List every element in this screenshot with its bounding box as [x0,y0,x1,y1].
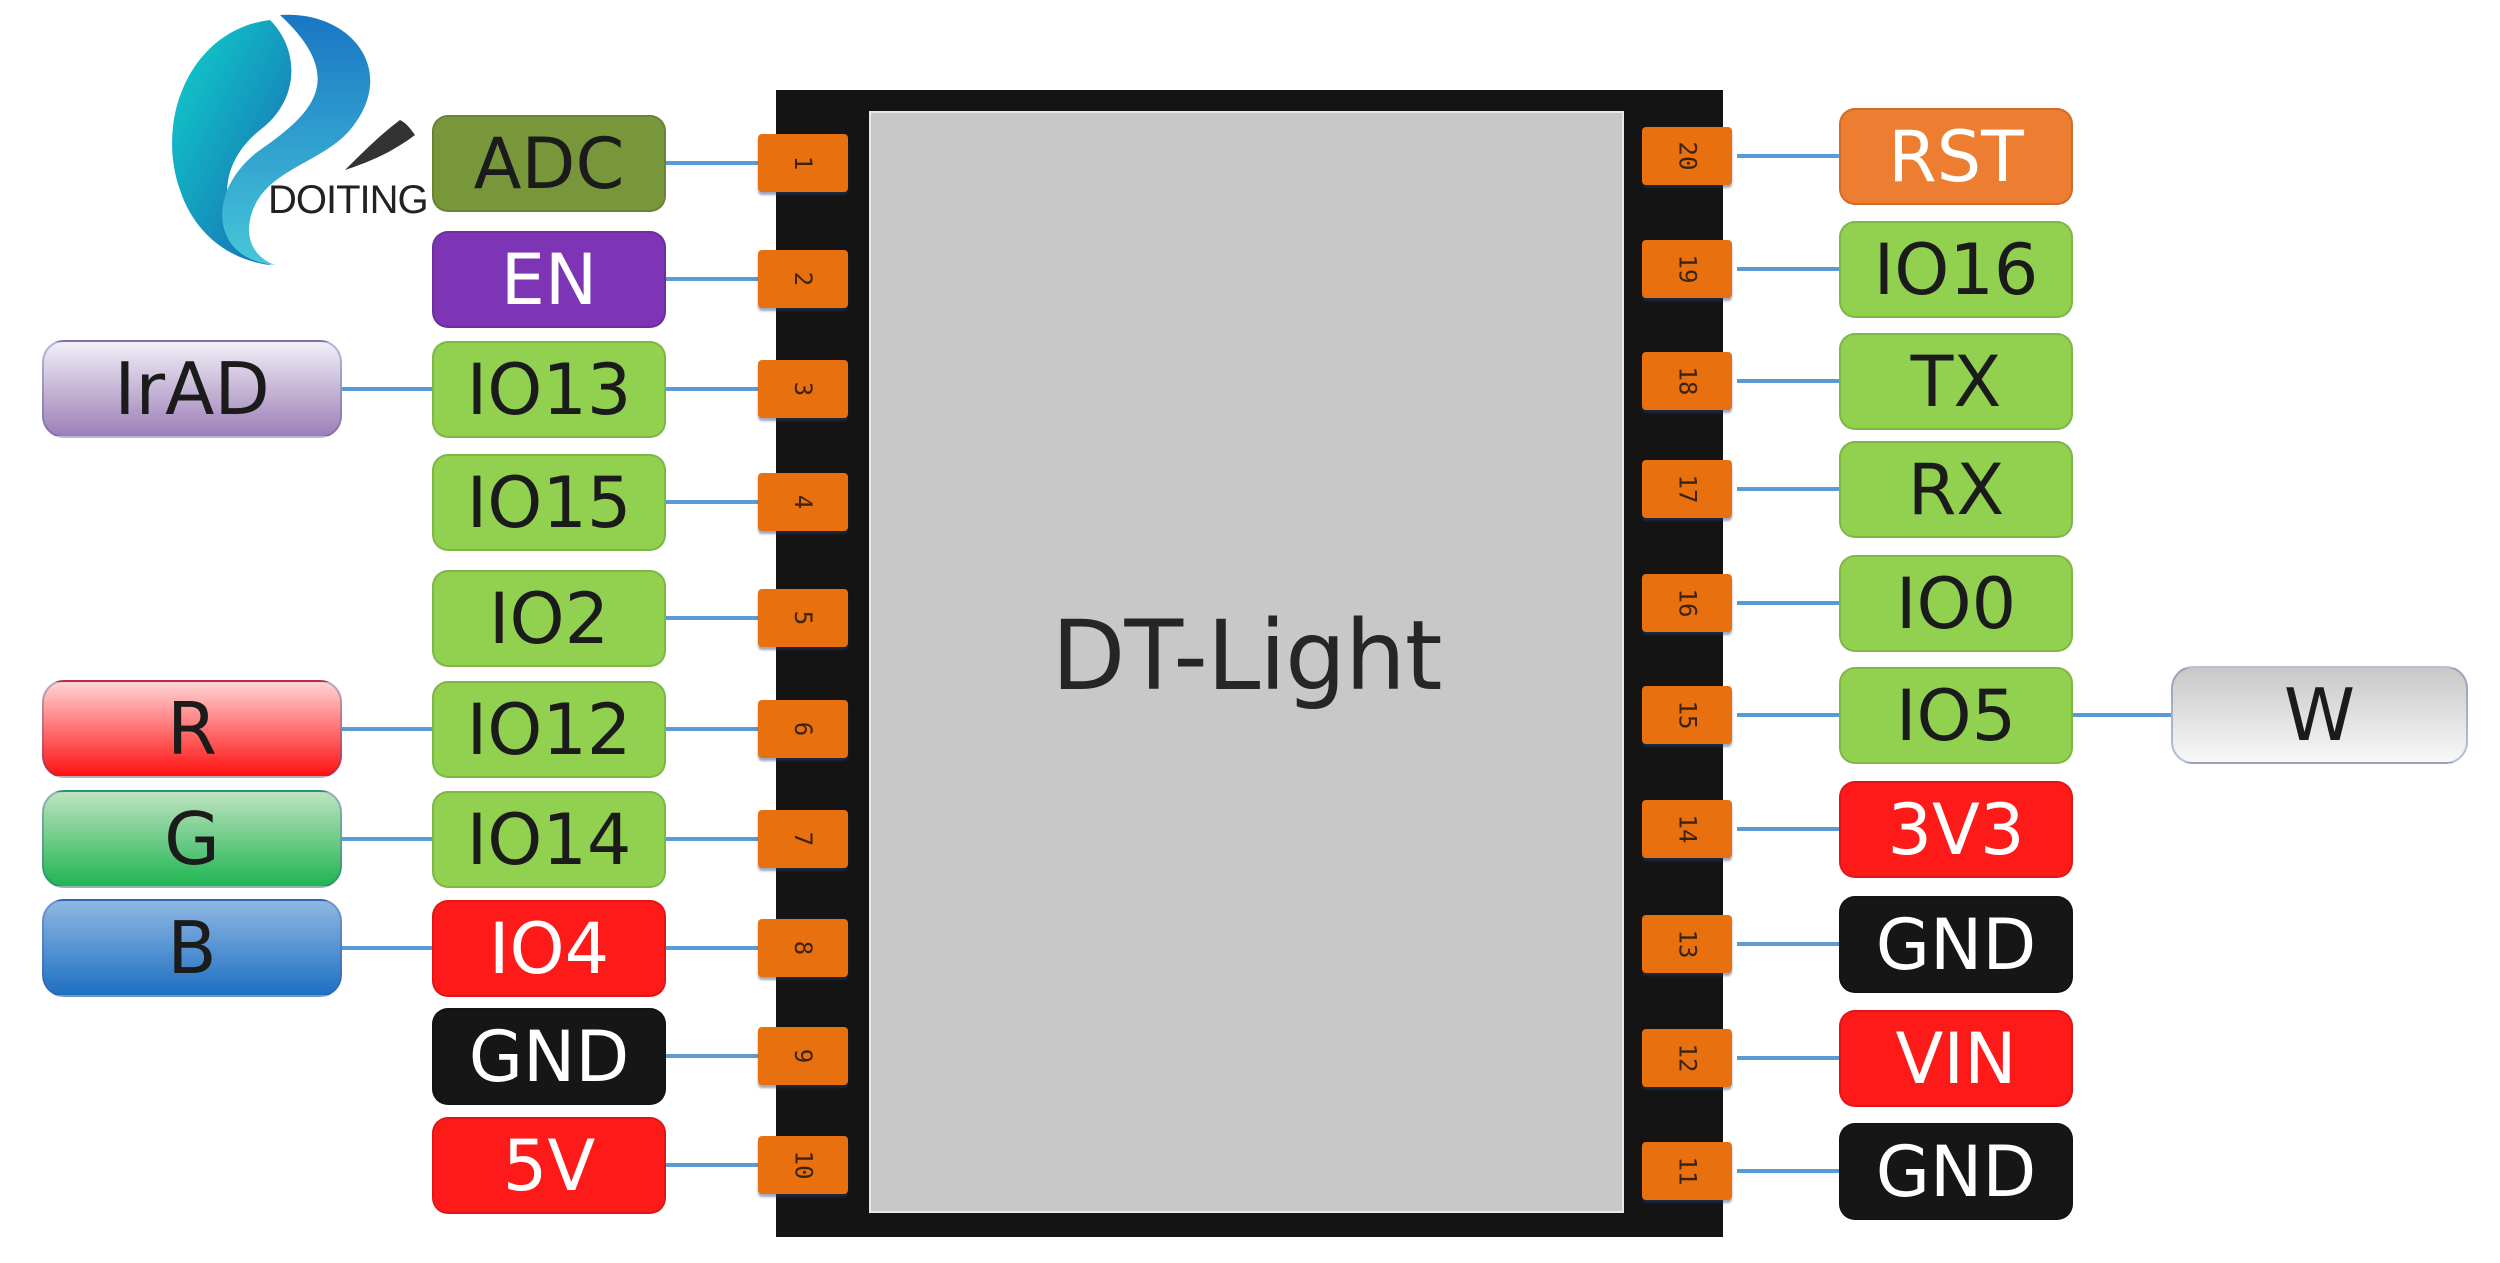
wire-right-pin-18 [1737,379,1839,383]
pin-label-adc-1: ADC [432,115,666,212]
pin-number: 14 [1673,814,1701,844]
wire-left-pin-4 [666,500,758,504]
pin-pad-16: 16 [1642,574,1732,632]
brand-logo-text: DOITING [268,178,429,222]
pin-pad-13: 13 [1642,915,1732,973]
pin-label-gnd-11: GND [1839,1123,2073,1220]
chip-name: DT-Light [1051,600,1443,712]
wire-right-pin-20 [1737,154,1839,158]
pin-pad-1: 1 [758,134,848,192]
pin-label-rx-17: RX [1839,441,2073,538]
pin-pad-18: 18 [1642,352,1732,410]
pin-pad-4: 4 [758,473,848,531]
pin-number: 16 [1673,588,1701,618]
pin-pad-2: 2 [758,250,848,308]
pin-pad-10: 10 [758,1136,848,1194]
wire-right-pin-16 [1737,601,1839,605]
wire-left-pin-7 [666,837,758,841]
pin-label-3v3-14: 3V3 [1839,781,2073,878]
pin-label-gnd-9: GND [432,1008,666,1105]
wire-right-pin-19 [1737,267,1839,271]
doiting-logo-icon [172,14,415,265]
pin-pad-7: 7 [758,810,848,868]
pin-number: 12 [1673,1043,1701,1073]
pin-pad-9: 9 [758,1027,848,1085]
pin-pad-6: 6 [758,700,848,758]
wire-ext-r [342,727,432,731]
ext-signal-irad: IrAD [42,340,342,438]
ext-signal-g: G [42,790,342,888]
wire-right-pin-15 [1737,713,1839,717]
wire-right-pin-11 [1737,1169,1839,1173]
pin-pad-19: 19 [1642,240,1732,298]
pin-number: 4 [788,494,817,510]
pin-number: 10 [789,1150,817,1180]
pin-label-rst-20: RST [1839,108,2073,205]
pin-number: 11 [1673,1156,1701,1186]
wire-ext-w [2073,713,2171,717]
pin-label-io5-15: IO5 [1839,667,2073,764]
pin-label-io13-3: IO13 [432,341,666,438]
chip-face [869,111,1624,1213]
pin-number: 6 [788,721,817,737]
pin-number: 2 [788,271,817,287]
pin-label-io12-6: IO12 [432,681,666,778]
wire-left-pin-3 [666,387,758,391]
wire-left-pin-6 [666,727,758,731]
wire-right-pin-12 [1737,1056,1839,1060]
pin-number: 19 [1673,254,1701,284]
pin-pad-3: 3 [758,360,848,418]
wire-left-pin-10 [666,1163,758,1167]
ext-signal-w: W [2171,666,2468,764]
ext-signal-b: B [42,899,342,997]
pin-number: 5 [788,610,817,626]
wire-right-pin-13 [1737,942,1839,946]
pin-number: 13 [1673,929,1701,959]
pin-number: 3 [788,381,817,397]
pin-pad-14: 14 [1642,800,1732,858]
pin-number: 18 [1673,366,1701,396]
pin-label-vin-12: VIN [1839,1010,2073,1107]
pin-pad-17: 17 [1642,460,1732,518]
pin-label-io2-5: IO2 [432,570,666,667]
pin-pad-12: 12 [1642,1029,1732,1087]
pin-label-io16-19: IO16 [1839,221,2073,318]
pin-label-tx-18: TX [1839,333,2073,430]
wire-left-pin-5 [666,616,758,620]
ext-signal-r: R [42,680,342,778]
wire-left-pin-2 [666,277,758,281]
pin-label-en-2: EN [432,231,666,328]
pin-pad-8: 8 [758,919,848,977]
pin-number: 9 [788,1048,817,1064]
wire-right-pin-17 [1737,487,1839,491]
pin-label-5v-10: 5V [432,1117,666,1214]
wire-ext-b [342,946,432,950]
wire-left-pin-9 [666,1054,758,1058]
pin-number: 1 [788,155,817,171]
pin-number: 17 [1673,474,1701,504]
pin-label-io0-16: IO0 [1839,555,2073,652]
pin-pad-20: 20 [1642,127,1732,185]
pin-pad-11: 11 [1642,1142,1732,1200]
pin-pad-5: 5 [758,589,848,647]
pin-pad-15: 15 [1642,686,1732,744]
pin-number: 15 [1673,700,1701,730]
wire-ext-g [342,837,432,841]
pin-number: 7 [788,831,817,847]
pin-label-io15-4: IO15 [432,454,666,551]
wire-right-pin-14 [1737,827,1839,831]
pin-label-io14-7: IO14 [432,791,666,888]
pin-number: 8 [788,940,817,956]
wire-left-pin-8 [666,946,758,950]
wire-ext-irad [342,387,432,391]
pin-label-gnd-13: GND [1839,896,2073,993]
wire-left-pin-1 [666,161,758,165]
pin-label-io4-8: IO4 [432,900,666,997]
pin-number: 20 [1673,141,1701,171]
